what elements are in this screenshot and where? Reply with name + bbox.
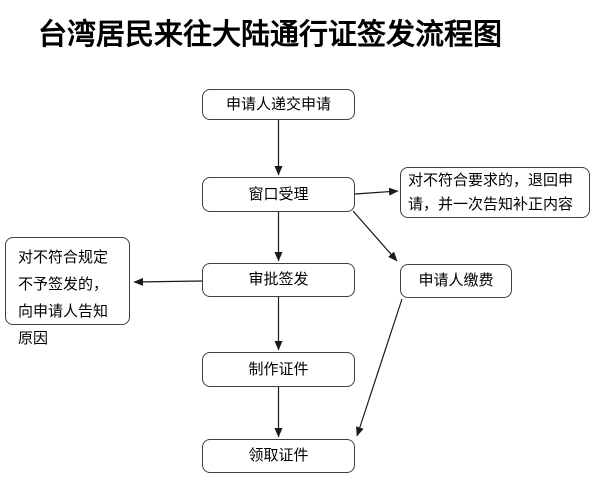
arrow-approve-to-notify-reason: [133, 277, 203, 286]
arrow-pay-to-receive: [356, 298, 403, 437]
flow-node-submit-application: 申请人递交申请: [202, 89, 355, 120]
flow-node-collect-document: 领取证件: [202, 439, 355, 473]
flow-node-approve-and-issue: 审批签发: [202, 263, 355, 297]
page-title: 台湾居民来往大陆通行证签发流程图: [38, 19, 503, 51]
arrow-window-to-reject-return: [354, 187, 399, 196]
flow-node-applicant-pays-fee: 申请人缴费: [400, 264, 512, 298]
flow-node-window-acceptance: 窗口受理: [202, 177, 355, 212]
flow-node-produce-document: 制作证件: [202, 352, 355, 387]
flow-node-reject-and-return: 对不符合要求的，退回申请，并一次告知补正内容: [400, 167, 590, 218]
flow-node-notify-refusal-reason: 对不符合规定不予签发的，向申请人告知原因: [5, 237, 130, 347]
arrow-window-to-pay: [352, 210, 398, 262]
